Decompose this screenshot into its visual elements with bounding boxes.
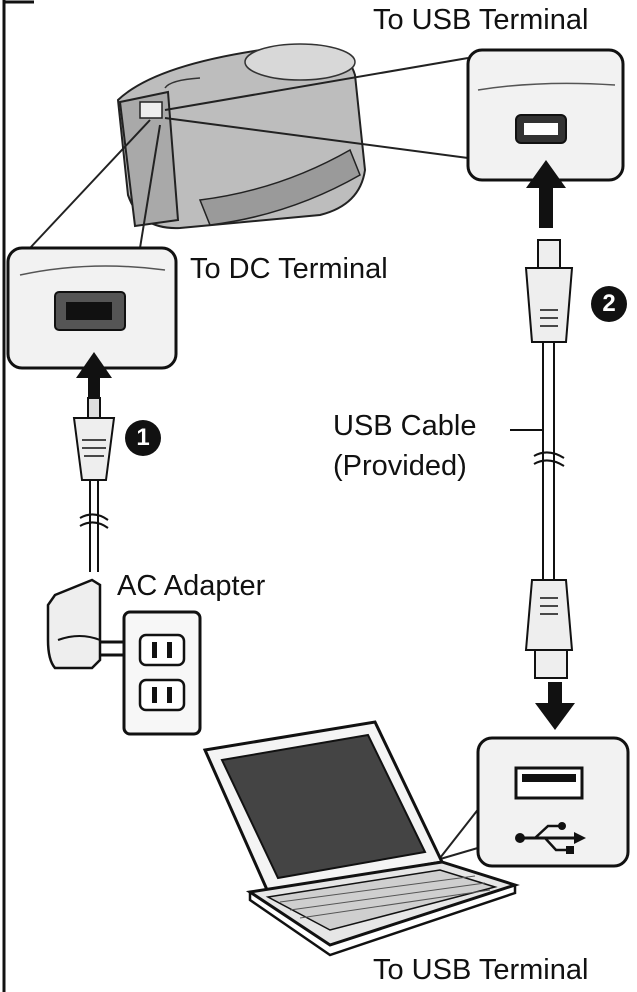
- ac-adapter-icon: [46, 578, 126, 670]
- ac-adapter-label: AC Adapter: [117, 570, 266, 602]
- wall-outlet-icon: [122, 610, 202, 736]
- usb-terminal-bottom-label: To USB Terminal: [373, 954, 589, 986]
- usb-cable-icon: [510, 239, 574, 679]
- dc-terminal-panel: [6, 246, 178, 370]
- dc-cord: [79, 480, 109, 572]
- usb-symbol-icon: [515, 822, 586, 854]
- arrow-down-to-pc: [535, 682, 575, 730]
- usb-terminal-top-label: To USB Terminal: [373, 4, 589, 36]
- arrow-up-to-usb: [526, 160, 566, 228]
- step-1-badge: 1: [125, 420, 161, 456]
- usb-terminal-panel-bottom: [476, 736, 630, 868]
- arrow-up-to-dc: [76, 352, 112, 398]
- camcorder-icon: [116, 43, 367, 230]
- dc-plug-icon: [72, 397, 116, 481]
- usb-cable-provided-label: (Provided): [333, 450, 467, 482]
- usb-terminal-panel-top: [466, 48, 625, 182]
- step-2-badge: 2: [591, 286, 627, 322]
- usb-cable-label: USB Cable: [333, 410, 477, 442]
- laptop-icon: [202, 720, 520, 957]
- dc-terminal-label: To DC Terminal: [190, 253, 388, 285]
